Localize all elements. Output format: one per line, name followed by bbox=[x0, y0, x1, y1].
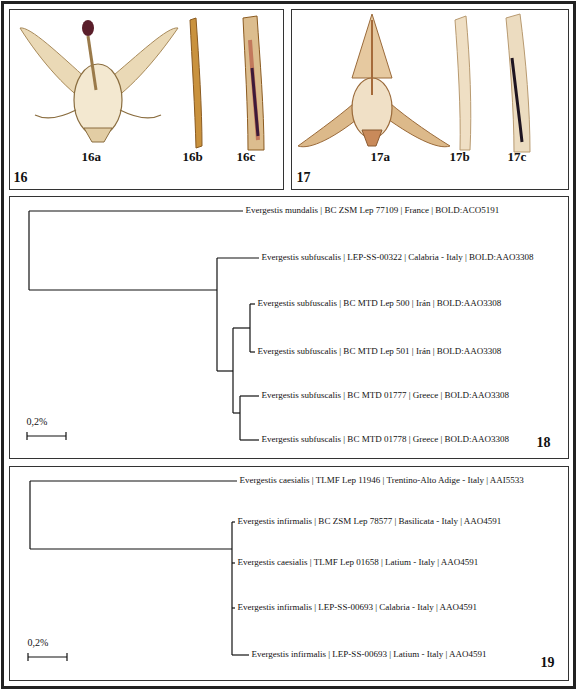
genitalia-photo bbox=[20, 20, 178, 142]
panel-label: 16a bbox=[82, 150, 102, 164]
scale-label: 0,2% bbox=[27, 416, 48, 427]
outer-frame bbox=[3, 3, 575, 688]
taxon-label: Evergestis caesialis | TLMF Lep 11946 | … bbox=[240, 476, 524, 486]
figure-panel: 16 16a 16b 16c bbox=[9, 9, 284, 190]
aedeagus-detail-photo bbox=[506, 14, 530, 152]
aedeagus-detail-photo bbox=[243, 16, 264, 150]
taxon-label: Evergestis mundalis | BC ZSM Lep 77109 |… bbox=[246, 206, 500, 216]
taxon-label: Evergestis subfuscalis | BC MTD 01777 | … bbox=[262, 391, 509, 401]
taxon-label: Evergestis subfuscalis | BC MTD Lep 500 … bbox=[258, 299, 502, 309]
scale-bar bbox=[27, 432, 66, 440]
taxon-label: Evergestis subfuscalis | BC MTD Lep 501 … bbox=[258, 347, 502, 357]
panel-label: 17c bbox=[508, 150, 527, 164]
aedeagus-photo bbox=[455, 16, 471, 150]
genitalia-photo bbox=[298, 14, 450, 147]
taxon-label: Evergestis infirmalis | LEP-SS-00693 | L… bbox=[252, 650, 487, 660]
panel-label: 16b bbox=[183, 150, 203, 164]
taxon-label: Evergestis caesialis | TLMF Lep 01658 | … bbox=[238, 558, 479, 568]
scale-bar bbox=[28, 653, 67, 661]
scale-label: 0,2% bbox=[28, 637, 49, 648]
figure-number: 17 bbox=[297, 170, 311, 185]
panel-label: 17b bbox=[450, 150, 470, 164]
figure-panel: 17 17a 17b 17c bbox=[291, 9, 569, 190]
panel-label: 17a bbox=[371, 150, 391, 164]
phylogenetic-tree bbox=[29, 211, 259, 440]
figure-number: 16 bbox=[14, 170, 28, 185]
figure-number: 18 bbox=[537, 435, 551, 450]
taxon-label: Evergestis infirmalis | LEP-SS-00693 | C… bbox=[238, 603, 477, 613]
taxon-label: Evergestis subfuscalis | LEP-SS-00322 | … bbox=[262, 253, 534, 263]
panel-label: 16c bbox=[237, 150, 256, 164]
aedeagus-photo bbox=[190, 18, 202, 148]
figure-panel: Evergestis mundalis | BC ZSM Lep 77109 |… bbox=[9, 196, 569, 459]
taxon-label: Evergestis subfuscalis | BC MTD 01778 | … bbox=[262, 435, 509, 445]
figure-panel: Evergestis caesialis | TLMF Lep 11946 | … bbox=[9, 466, 569, 681]
taxon-label: Evergestis infirmalis | BC ZSM Lep 78577… bbox=[238, 517, 502, 527]
phylogenetic-tree bbox=[30, 481, 249, 655]
figure-number: 19 bbox=[541, 655, 555, 670]
